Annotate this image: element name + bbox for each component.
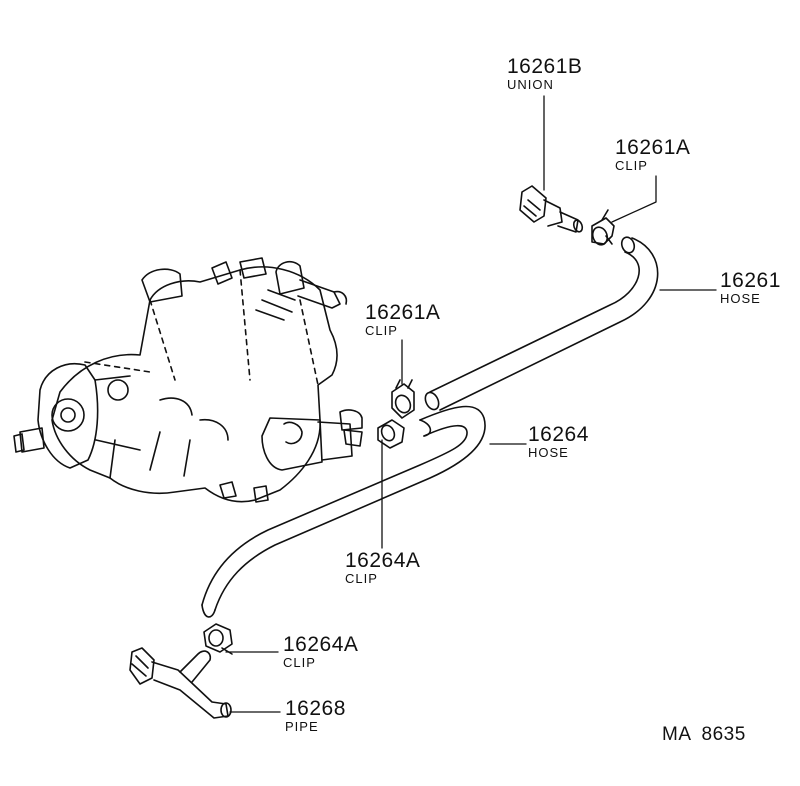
part-name: HOSE	[720, 291, 761, 306]
callout-clip-16261a-upper: 16261A CLIP	[615, 137, 690, 172]
pipe-16268-shape	[129, 647, 232, 719]
callout-hose-16261: 16261 HOSE	[720, 270, 781, 305]
drawing-code-prefix: MA	[662, 724, 692, 745]
callout-pipe-16268: 16268 PIPE	[285, 698, 346, 733]
part-number: 16261A	[365, 301, 441, 324]
callout-union-16261b: 16261B UNION	[507, 56, 582, 91]
hose-16261-shape	[424, 236, 659, 411]
union-16261b-shape	[519, 185, 584, 233]
callout-clip-16264a-middle: 16264A CLIP	[345, 550, 420, 585]
callout-clip-16261a-middle: 16261A CLIP	[365, 302, 440, 337]
part-name: UNION	[507, 77, 554, 92]
part-number: 16264A	[283, 633, 359, 656]
part-name: PIPE	[285, 719, 319, 734]
part-number: 16261A	[615, 136, 691, 159]
clip-lower-shape	[203, 623, 233, 655]
part-name: CLIP	[615, 158, 648, 173]
leader-clip-upper	[611, 175, 657, 223]
callout-clip-16264a-lower: 16264A CLIP	[283, 634, 358, 669]
clip-upper-shape	[591, 209, 615, 246]
hose-16264-shape	[201, 405, 486, 618]
part-number: 16264A	[345, 549, 421, 572]
part-number: 16261B	[507, 55, 583, 78]
part-name: CLIP	[345, 571, 378, 586]
drawing-code: MA 8635	[662, 724, 746, 746]
clip-middle-upper-shape	[391, 379, 415, 419]
leader-lines	[225, 95, 717, 713]
clip-middle-lower-shape	[377, 419, 405, 449]
part-name: HOSE	[528, 445, 569, 460]
part-number: 16264	[528, 423, 589, 446]
injection-pump	[13, 257, 363, 503]
drawing-code-number: 8635	[701, 724, 746, 745]
part-number: 16268	[285, 697, 346, 720]
part-name: CLIP	[283, 655, 316, 670]
part-number: 16261	[720, 269, 781, 292]
callout-hose-16264: 16264 HOSE	[528, 424, 589, 459]
part-name: CLIP	[365, 323, 398, 338]
